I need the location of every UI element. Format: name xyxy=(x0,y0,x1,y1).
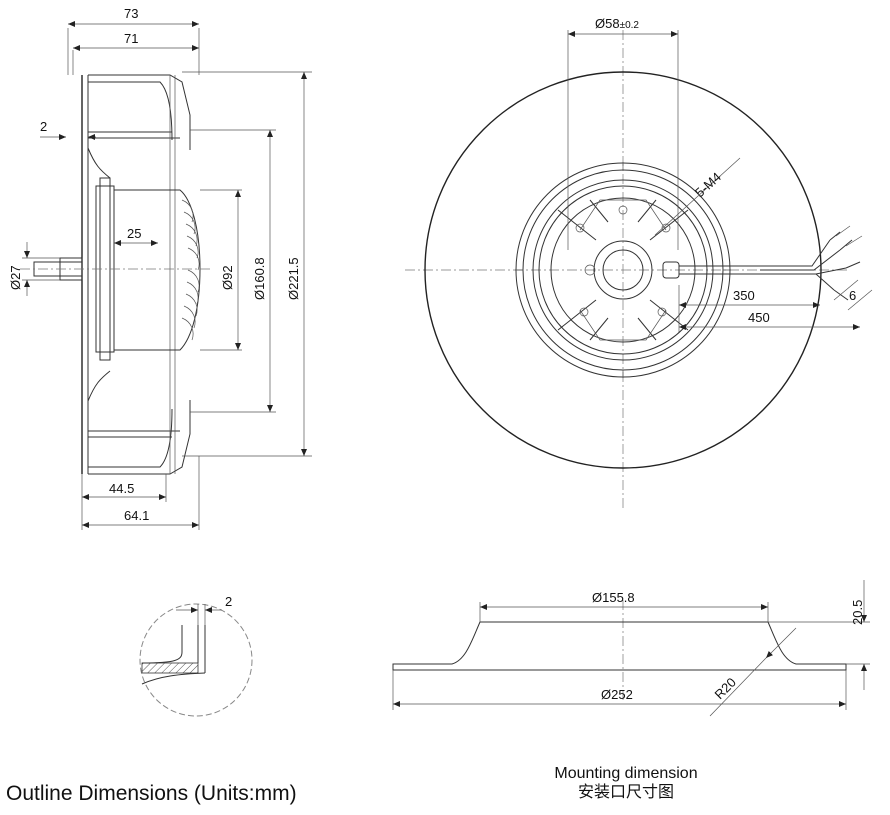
mounting-caption-cn: 安装口尺寸图 xyxy=(577,784,674,801)
dim-64-1-label: 64.1 xyxy=(124,508,149,523)
dim-20-5: 20.5 xyxy=(768,580,870,690)
dim-r20-label: R20 xyxy=(712,675,739,702)
outer-impeller-circle xyxy=(424,71,822,469)
dim-73-label: 73 xyxy=(124,6,138,21)
detail-dim-2-label: 2 xyxy=(225,594,232,609)
mounting-caption-en: Mounting dimension xyxy=(554,765,698,782)
dim-221-label: Ø221.5 xyxy=(286,257,301,300)
dim-221: Ø221.5 xyxy=(182,71,312,457)
dim-r20: R20 xyxy=(709,627,797,717)
dim-71: 71 xyxy=(72,31,199,75)
dim-350-label: 350 xyxy=(733,288,755,303)
dim-27-label: Ø27 xyxy=(8,265,23,290)
dim-2-label: 2 xyxy=(40,119,47,134)
mounting-view: Ø155.8 20.5 Ø252 R20 xyxy=(392,580,870,717)
detail-dim-2: 2 xyxy=(176,594,232,625)
dim-2: 2 xyxy=(40,119,96,140)
cable xyxy=(662,225,863,301)
dim-450: 450 xyxy=(679,310,860,330)
dim-58-label: Ø58±0.2 xyxy=(595,16,639,31)
mounting-caption: Mounting dimension 安装口尺寸图 xyxy=(520,764,732,802)
dim-73: 73 xyxy=(67,6,200,75)
outline-caption: Outline Dimensions (Units:mm) xyxy=(6,782,297,805)
dim-44-5-label: 44.5 xyxy=(109,481,134,496)
dim-155-8-label: Ø155.8 xyxy=(592,590,635,605)
dim-25: 25 xyxy=(114,226,158,246)
dim-44-5: 44.5 xyxy=(81,474,167,530)
detail-view: 2 xyxy=(139,594,253,717)
hub-circle xyxy=(593,240,653,300)
side-impeller-body xyxy=(20,74,210,475)
dim-27: Ø27 xyxy=(8,242,60,296)
dim-252: Ø252 xyxy=(392,670,847,710)
dim-6: 6 xyxy=(833,279,873,311)
dim-6-label: 6 xyxy=(849,288,856,303)
dim-5-m4: 5-M4 xyxy=(654,157,741,236)
side-view: 73 71 2 Ø27 25 xyxy=(8,6,312,530)
dim-5-m4-label: 5-M4 xyxy=(692,169,724,200)
dim-20-5-label: 20.5 xyxy=(850,600,865,625)
front-view: Ø58±0.2 5-M4 350 450 6 xyxy=(405,16,873,508)
dim-71-label: 71 xyxy=(124,31,138,46)
hatched-plate xyxy=(141,662,199,674)
dim-25-label: 25 xyxy=(127,226,141,241)
dim-252-label: Ø252 xyxy=(601,687,633,702)
dim-58: Ø58±0.2 xyxy=(567,16,679,250)
dim-450-label: 450 xyxy=(748,310,770,325)
dim-64-1: 64.1 xyxy=(82,456,200,530)
dim-160: Ø160.8 xyxy=(190,129,276,413)
dim-155-8: Ø155.8 xyxy=(479,590,769,622)
dim-92: Ø92 xyxy=(200,189,242,351)
dim-92-label: Ø92 xyxy=(220,265,235,290)
dim-160-label: Ø160.8 xyxy=(252,257,267,300)
